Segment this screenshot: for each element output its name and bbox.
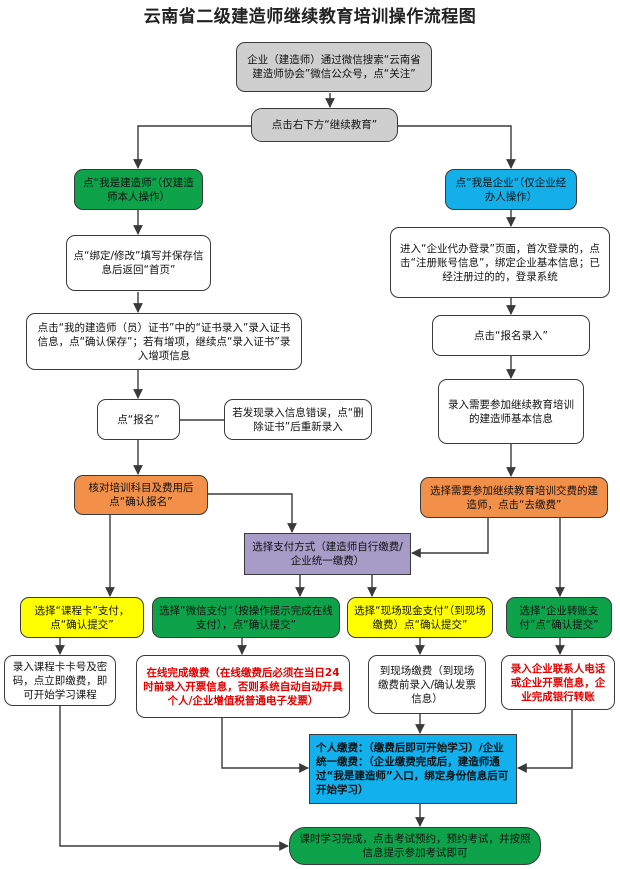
node-bind-info: 点“绑定/修改”填写并保存信息后返回“首页” — [66, 235, 211, 291]
node-cash-detail: 到现场缴费（到现场缴费前录入/确认发票信息） — [368, 655, 486, 714]
node-signup: 点“报名” — [97, 399, 180, 440]
node-bank-transfer: 选择“企业转账支付”点“确认提交” — [506, 597, 612, 638]
node-wechat-detail: 在线完成缴费（在线缴费后必须在当日24时前录入开票信息，否则系统自动自动开具个人… — [136, 655, 350, 718]
node-pay-method: 选择支付方式（建造师自行缴费/企业统一缴费） — [244, 533, 411, 575]
node-i-am-company: 点“我是企业”（仅企业经办人操作） — [445, 169, 577, 210]
node-error-note: 若发现录入信息错误，点“删除证书”后重新录入 — [224, 399, 372, 440]
edge-carddetail-exam — [59, 706, 289, 851]
node-cert-entry: 点击“我的建造师（员）证书”中的“证书录入”录入证书信息，点“确认保存”；若有增… — [26, 313, 302, 370]
node-card-detail: 录入课程卡卡号及密码，点立即缴费，即可开始学习课程 — [4, 655, 116, 706]
node-select-builders: 选择需要参加继续教育培训交费的建造师，点击“去缴费” — [420, 477, 608, 518]
node-course-card: 选择“课程卡”支付，点“确认提交” — [20, 597, 144, 638]
edge-bankdetail-study — [517, 710, 573, 773]
node-start: 企业（建造师）通过微信搜索“云南省建造师协会”微信公众号，点“关注” — [236, 42, 432, 92]
edge-confirm-paymethod — [182, 493, 297, 533]
node-register-entry: 点击“报名录入” — [432, 315, 590, 356]
node-continue-education: 点击右下方“继续教育” — [251, 108, 398, 142]
edge-select-paymethod — [411, 518, 489, 558]
node-enter-builder-info: 录入需要参加继续教育培训的建造师基本信息 — [438, 379, 584, 444]
node-bank-detail: 录入企业联系人电话或企业开票信息，企业完成银行转账 — [501, 655, 615, 710]
node-wechat-pay: 选择“微信支付”（按操作提示完成在线支付），点“确认提交” — [152, 597, 340, 638]
edge-wechatdetail-study — [221, 718, 309, 773]
node-i-am-builder: 点“我是建造师”（仅建造师本人操作） — [74, 169, 203, 210]
edge-continue-builder — [133, 125, 251, 169]
edge-continue-company — [398, 125, 516, 169]
node-study-info: 个人缴费：（缴费后即可开始学习）/企业统一缴费：（企业缴费完成后，建造师通过“我… — [309, 734, 517, 804]
node-cash-pay: 选择“现场现金支付”（到现场缴费）点“确认提交” — [347, 597, 493, 638]
diagram-title: 云南省二级建造师继续教育培训操作流程图 — [143, 7, 477, 27]
node-confirm-signup: 核对培训科目及费用后点“确认报名” — [74, 475, 208, 515]
node-company-login: 进入“企业代办登录”页面，首次登录的，点击“注册账号信息”，绑定企业基本信息；已… — [390, 227, 610, 298]
node-exam: 课时学习完成，点击考试预约，预约考试，并按照信息提示参加考试即可 — [289, 827, 541, 865]
